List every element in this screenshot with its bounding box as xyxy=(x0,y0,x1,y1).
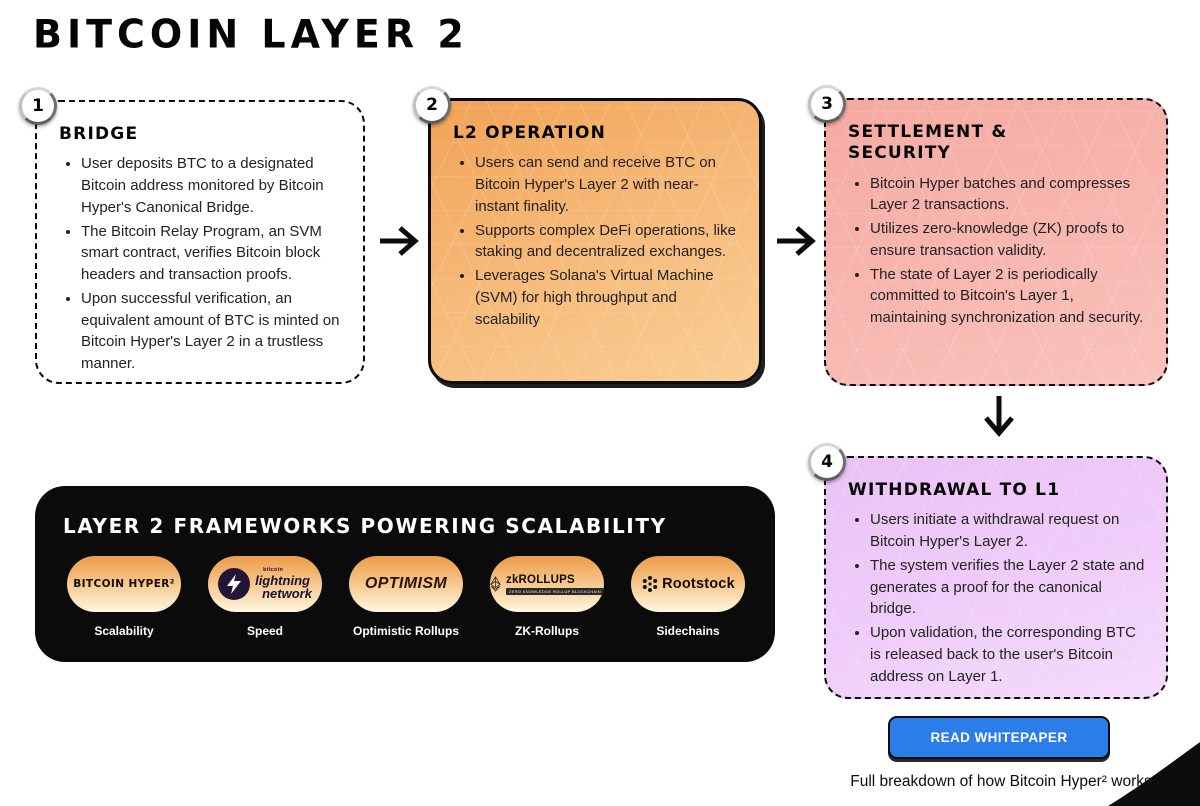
bitcoin-hyper-logo: BITCOIN HYPER² xyxy=(67,556,181,612)
corner-arrow-decoration xyxy=(1108,742,1200,806)
bullet-item: Upon successful verification, an equival… xyxy=(81,288,343,375)
optimism-logo: OPTIMISM xyxy=(349,556,463,612)
lightning-network-logo: bitcoin lightning network xyxy=(208,556,322,612)
bullet-item: Supports complex DeFi operations, like s… xyxy=(475,220,739,264)
zkrollups-wordmark: zkROLLUPS ZERO KNOWLEDGE ROLLUP BLOCKCHA… xyxy=(506,574,604,595)
bullet-item: Leverages Solana's Virtual Machine (SVM)… xyxy=(475,265,739,330)
step-title: BRIDGE xyxy=(59,124,139,144)
step-number-badge: 1 xyxy=(19,87,57,125)
framework-bitcoin-hyper: BITCOIN HYPER² Scalability xyxy=(63,556,185,638)
zkrollups-logo: zkROLLUPS ZERO KNOWLEDGE ROLLUP BLOCKCHA… xyxy=(490,556,604,612)
frameworks-row: BITCOIN HYPER² Scalability bitcoin light… xyxy=(63,556,749,638)
rootstock-flower-icon xyxy=(642,576,658,592)
ethereum-diamond-icon xyxy=(490,576,501,592)
framework-zkrollups: zkROLLUPS ZERO KNOWLEDGE ROLLUP BLOCKCHA… xyxy=(486,556,608,638)
frameworks-title: LAYER 2 FRAMEWORKS POWERING SCALABILITY xyxy=(63,514,667,538)
step-box-bridge: 1 BRIDGE User deposits BTC to a designat… xyxy=(19,87,365,384)
framework-label: Sidechains xyxy=(656,624,720,638)
bullet-item: Upon validation, the corresponding BTC i… xyxy=(870,622,1146,687)
frameworks-panel: LAYER 2 FRAMEWORKS POWERING SCALABILITY … xyxy=(35,486,775,662)
rootstock-logo: Rootstock xyxy=(631,556,745,612)
rootstock-wordmark: Rootstock xyxy=(662,576,735,592)
framework-label: Speed xyxy=(246,624,283,638)
arrow-right-icon xyxy=(380,226,419,256)
bullet-item: User deposits BTC to a designated Bitcoi… xyxy=(81,153,343,218)
bitcoin-hyper-wordmark: BITCOIN HYPER² xyxy=(73,578,175,590)
read-whitepaper-button[interactable]: READ WHITEPAPER xyxy=(888,716,1110,759)
bullet-item: Bitcoin Hyper batches and compresses Lay… xyxy=(870,173,1146,217)
framework-lightning-network: bitcoin lightning network Speed xyxy=(204,556,326,638)
step-bullet-list: Users can send and receive BTC on Bitcoi… xyxy=(453,152,739,330)
step-bullet-list: Bitcoin Hyper batches and compresses Lay… xyxy=(848,173,1146,329)
framework-rootstock: Rootstock Sidechains xyxy=(627,556,749,638)
step-bullet-list: User deposits BTC to a designated Bitcoi… xyxy=(59,153,343,375)
bullet-item: Users can send and receive BTC on Bitcoi… xyxy=(475,152,739,217)
bullet-item: Users initiate a withdrawal request on B… xyxy=(870,509,1146,553)
step-number-badge: 3 xyxy=(808,85,846,123)
step-number-badge: 2 xyxy=(413,86,451,124)
arrow-down-icon xyxy=(984,396,1014,437)
lightning-brand-top: bitcoin xyxy=(263,566,284,573)
bullet-item: The state of Layer 2 is periodically com… xyxy=(870,264,1146,329)
framework-label: Scalability xyxy=(94,624,154,638)
step-title: WITHDRAWAL TO L1 xyxy=(848,480,1061,500)
bullet-item: Utilizes zero-knowledge (ZK) proofs to e… xyxy=(870,218,1146,262)
bullet-item: The system verifies the Layer 2 state an… xyxy=(870,555,1146,620)
step-box-withdrawal: 4 WITHDRAWAL TO L1 Users initiate a with… xyxy=(808,443,1168,699)
arrow-right-icon xyxy=(777,226,816,256)
framework-label: ZK-Rollups xyxy=(515,624,579,638)
step-title: L2 OPERATION xyxy=(453,123,607,143)
step-box-settlement-security: 3 SETTLEMENT & SECURITY Bitcoin Hyper ba… xyxy=(808,85,1168,386)
lightning-bolt-icon xyxy=(218,568,251,600)
step-bullet-list: Users initiate a withdrawal request on B… xyxy=(848,509,1146,687)
footer-caption: Full breakdown of how Bitcoin Hyper² wor… xyxy=(850,773,1152,790)
framework-label: Optimistic Rollups xyxy=(352,624,459,638)
step-box-l2-operation: 2 L2 OPERATION Users can send and receiv… xyxy=(413,86,762,384)
page-title: BITCOIN LAYER 2 xyxy=(33,11,469,57)
optimism-wordmark: OPTIMISM xyxy=(364,575,448,592)
framework-optimism: OPTIMISM Optimistic Rollups xyxy=(345,556,467,638)
step-title: SETTLEMENT & SECURITY xyxy=(848,122,1008,164)
bullet-item: The Bitcoin Relay Program, an SVM smart … xyxy=(81,221,343,286)
step-number-badge: 4 xyxy=(808,443,846,481)
lightning-wordmark: bitcoin lightning network xyxy=(255,566,312,602)
